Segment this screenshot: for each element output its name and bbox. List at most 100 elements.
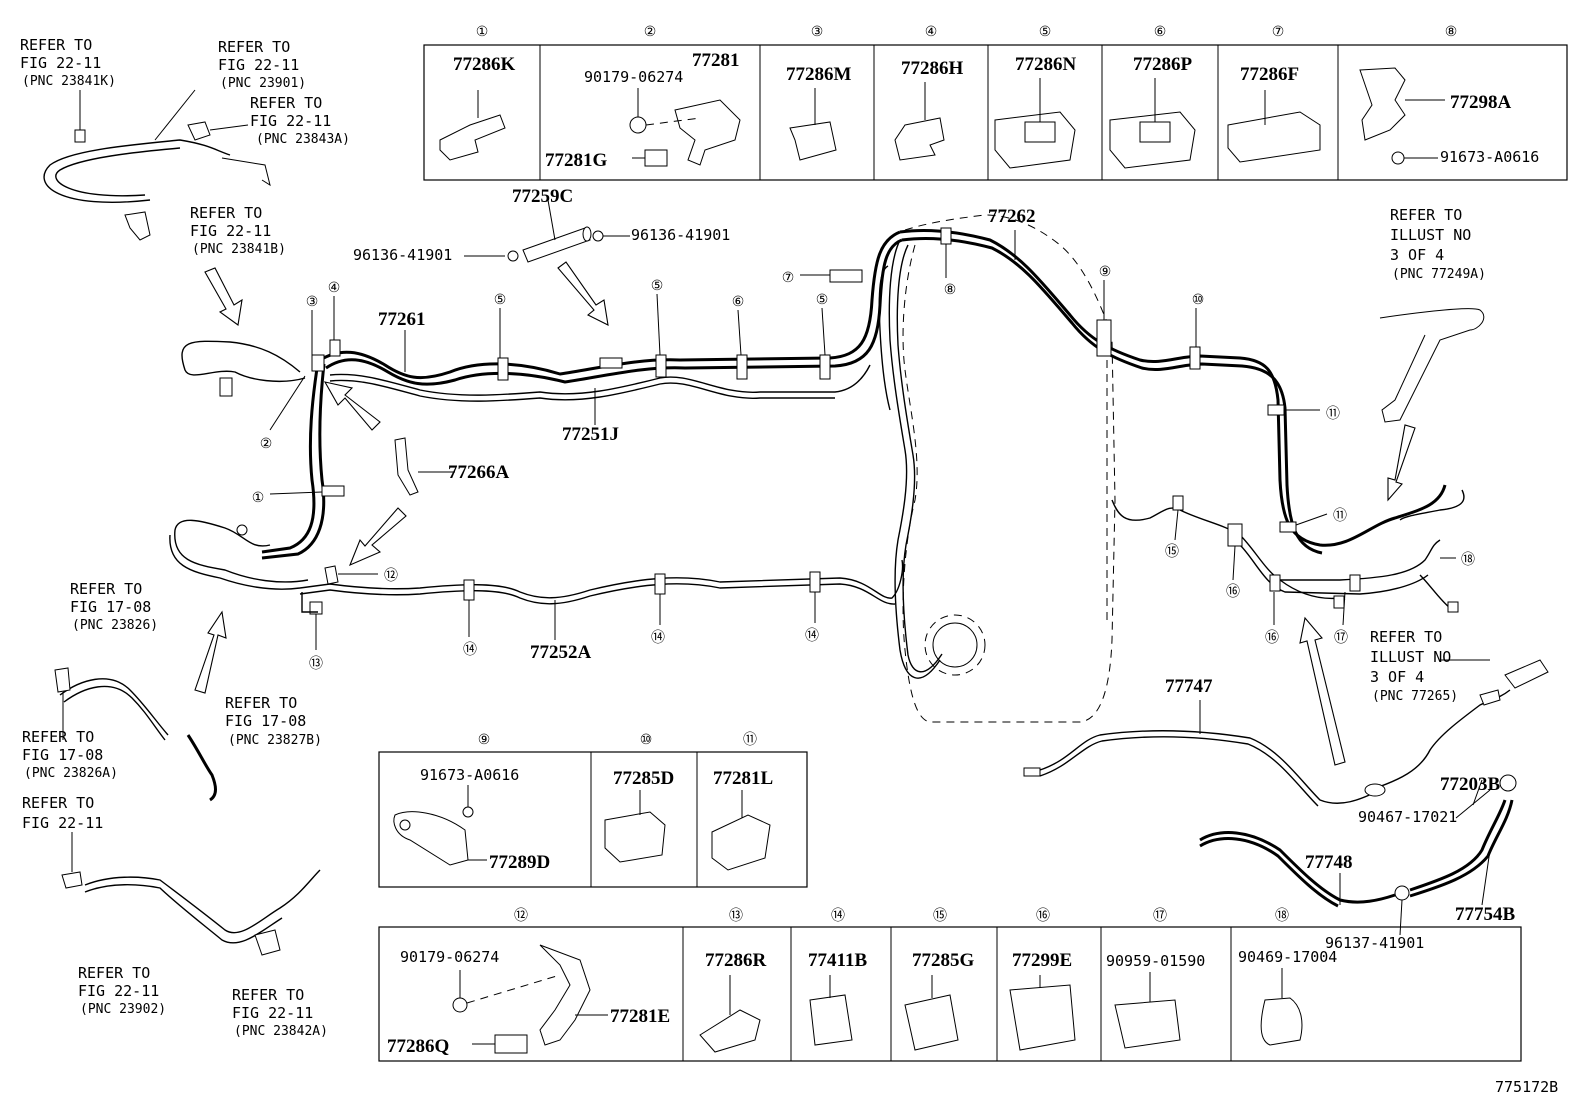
callout-2: ② xyxy=(260,436,273,452)
label-77266A: 77266A xyxy=(448,462,510,483)
svg-text:(PNC 23902): (PNC 23902) xyxy=(80,1002,166,1017)
callout-17: ⑰ xyxy=(1334,630,1348,646)
callout-18: ⑱ xyxy=(1461,552,1475,568)
callout-15: ⑮ xyxy=(1165,544,1179,560)
ref-block-3: REFER TO FIG 22-11 (PNC 23843A) xyxy=(250,94,350,147)
ref-block-8: REFER TO FIG 17-08 (PNC 23826A) xyxy=(22,728,118,781)
svg-text:FIG 22-11: FIG 22-11 xyxy=(20,54,101,72)
bottom-parts-table: ⑫ ⑬ ⑭ ⑮ ⑯ ⑰ ⑱ 90179-06274 77281E 77286Q … xyxy=(378,908,1522,1062)
callout-12: ⑫ xyxy=(384,568,398,584)
callout-9: ⑨ xyxy=(1099,264,1112,280)
callout-11a: ⑪ xyxy=(1326,406,1340,422)
label-77262: 77262 xyxy=(988,206,1036,227)
svg-text:FIG 22-11: FIG 22-11 xyxy=(232,1004,313,1022)
svg-text:FIG 22-11: FIG 22-11 xyxy=(250,112,331,130)
ref-block-5: REFER TO ILLUST NO 3 OF 4 (PNC 77249A) xyxy=(1390,206,1486,282)
part-77286H: 77286H xyxy=(901,58,964,79)
part-77286N: 77286N xyxy=(1015,54,1077,75)
callout-numbers: ③ ④ ② ① ⑤ ⑤ ⑥ ⑤ ⑦ ⑧ ⑨ ⑩ ⑪ ⑪ ⑫ ⑬ ⑭ ⑭ xyxy=(252,244,1475,672)
svg-text:FIG 22-11: FIG 22-11 xyxy=(190,222,271,240)
svg-text:REFER TO: REFER TO xyxy=(1370,628,1442,646)
box-num-4: ④ xyxy=(925,24,938,40)
part-77286Q: 77286Q xyxy=(387,1036,449,1057)
svg-text:3 OF 4: 3 OF 4 xyxy=(1390,246,1444,264)
callout-5b: ⑤ xyxy=(651,278,664,294)
part-77286K: 77286K xyxy=(453,54,516,75)
callout-5a: ⑤ xyxy=(494,292,507,308)
part-90179-06274-top: 90179-06274 xyxy=(584,68,683,86)
svg-text:(PNC 23901): (PNC 23901) xyxy=(220,76,306,91)
tube-77259C xyxy=(507,199,604,263)
part-77281G: 77281G xyxy=(545,150,608,171)
front-left-loop xyxy=(169,340,309,590)
callout-11b: ⑪ xyxy=(1333,508,1347,524)
label-77251J: 77251J xyxy=(562,424,619,445)
svg-text:REFER TO: REFER TO xyxy=(20,36,92,54)
ref-block-10: REFER TO FIG 22-11 (PNC 23902) xyxy=(78,964,166,1017)
direction-arrows xyxy=(194,261,1416,766)
svg-text:FIG 17-08: FIG 17-08 xyxy=(225,712,306,730)
bracket-77281-drawing xyxy=(629,88,741,167)
svg-text:REFER TO: REFER TO xyxy=(190,204,262,222)
callout-14c: ⑭ xyxy=(805,628,819,644)
hose-77203B xyxy=(1364,659,1549,797)
part-77289D: 77289D xyxy=(489,852,550,873)
clip-77286R-drawing xyxy=(699,1009,761,1053)
part-90959-01590: 90959-01590 xyxy=(1106,952,1205,970)
part-77298A: 77298A xyxy=(1450,92,1512,113)
svg-text:REFER TO: REFER TO xyxy=(232,986,304,1004)
svg-text:FIG 22-11: FIG 22-11 xyxy=(22,814,103,832)
ref-block-11: REFER TO FIG 22-11 (PNC 23842A) xyxy=(232,986,328,1039)
svg-text:3 OF 4: 3 OF 4 xyxy=(1370,668,1424,686)
callout-10: ⑩ xyxy=(1192,292,1205,308)
part-77411B: 77411B xyxy=(808,950,867,971)
ref-block-6: REFER TO FIG 17-08 (PNC 23826) xyxy=(70,580,158,633)
bracket-77266A xyxy=(394,437,455,496)
part-77281E: 77281E xyxy=(610,1006,670,1027)
box-num-17: ⑰ xyxy=(1153,908,1167,924)
callout-16a: ⑯ xyxy=(1226,584,1240,600)
part-77281L: 77281L xyxy=(713,768,773,789)
box-num-14: ⑭ xyxy=(831,908,845,924)
callout-4: ④ xyxy=(328,280,341,296)
svg-text:FIG 17-08: FIG 17-08 xyxy=(22,746,103,764)
label-90467-17021: 90467-17021 xyxy=(1358,808,1457,826)
label-96137-41901: 96137-41901 xyxy=(1325,934,1424,952)
pipe-77262 xyxy=(899,227,1447,620)
svg-text:REFER TO: REFER TO xyxy=(70,580,142,598)
box-num-12: ⑫ xyxy=(514,908,528,924)
svg-text:REFER TO: REFER TO xyxy=(78,964,150,982)
part-77286R: 77286R xyxy=(705,950,767,971)
box-num-6: ⑥ xyxy=(1154,24,1167,40)
clip-77285G-drawing xyxy=(904,994,959,1051)
clamp-77286N-drawing xyxy=(994,78,1076,169)
callout-14a: ⑭ xyxy=(463,642,477,658)
callout-16b: ⑯ xyxy=(1265,630,1279,646)
box-num-5: ⑤ xyxy=(1039,24,1052,40)
svg-text:(PNC 23841K): (PNC 23841K) xyxy=(22,74,116,89)
mid-parts-table: ⑨ ⑩ ⑪ 91673-A0616 77289D 77285D 77281L xyxy=(378,732,808,888)
box-num-2: ② xyxy=(644,24,657,40)
svg-text:(PNC 23827B): (PNC 23827B) xyxy=(228,733,322,748)
box-num-7: ⑦ xyxy=(1272,24,1285,40)
svg-text:FIG 22-11: FIG 22-11 xyxy=(78,982,159,1000)
box-num-8: ⑧ xyxy=(1445,24,1458,40)
label-77748: 77748 xyxy=(1305,852,1353,873)
box-num-18: ⑱ xyxy=(1275,908,1289,924)
callout-8: ⑧ xyxy=(944,282,957,298)
top-parts-table: ① ② ③ ④ ⑤ ⑥ ⑦ ⑧ 77286K 77281 90179-06274… xyxy=(423,24,1568,181)
top-left-hose-assembly xyxy=(43,89,271,241)
callout-5c: ⑤ xyxy=(816,292,829,308)
pipe-77261-vertical xyxy=(261,361,326,560)
right-branch-lines xyxy=(1111,308,1485,613)
clamp-77286F-drawing xyxy=(1227,90,1321,163)
svg-text:(PNC 77265): (PNC 77265) xyxy=(1372,689,1458,704)
part-90469-17004: 90469-17004 xyxy=(1238,948,1337,966)
part-77285G: 77285G xyxy=(912,950,975,971)
part-77285D: 77285D xyxy=(613,768,674,789)
clip-90959-drawing xyxy=(1114,999,1181,1049)
callout-6: ⑥ xyxy=(732,294,745,310)
callout-3: ③ xyxy=(306,294,319,310)
svg-text:REFER TO: REFER TO xyxy=(22,794,94,812)
clamp-90469-drawing xyxy=(1260,997,1303,1046)
